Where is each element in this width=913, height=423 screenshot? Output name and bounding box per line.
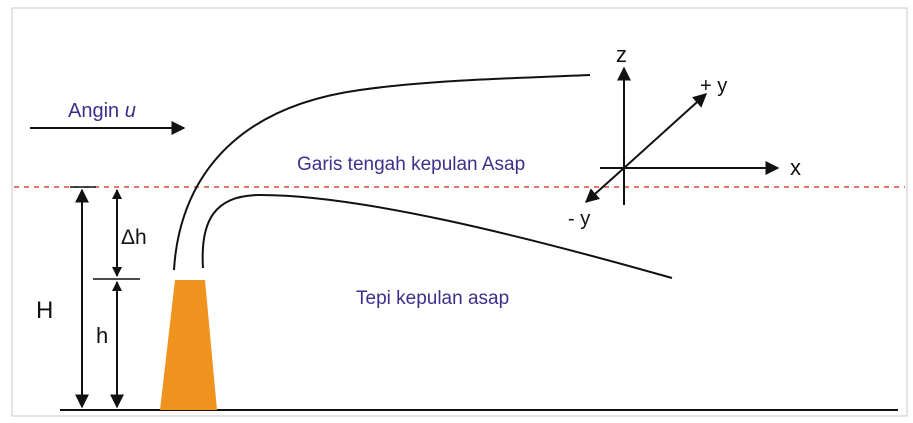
wind-label: Angin u — [68, 100, 136, 122]
y-axis-positive-label: + y — [700, 75, 727, 97]
centerline-label: Garis tengah kepulan Asap — [297, 154, 525, 175]
x-axis-label: x — [790, 155, 801, 180]
plume-edge-label: Tepi kepulan asap — [356, 288, 509, 309]
smoke-stack — [160, 280, 217, 410]
y-axis-negative-label: - y — [568, 208, 590, 230]
z-axis-label: z — [616, 42, 627, 67]
y-axis-positive — [623, 93, 708, 169]
plume-rise-label: Δh — [121, 226, 147, 249]
effective-height-label: H — [36, 297, 53, 324]
stack-height-label: h — [96, 323, 108, 348]
diagram-frame — [11, 7, 908, 417]
plume-lower-edge — [201, 193, 673, 279]
plume-upper-edge — [173, 74, 591, 271]
y-axis-negative — [584, 167, 625, 203]
